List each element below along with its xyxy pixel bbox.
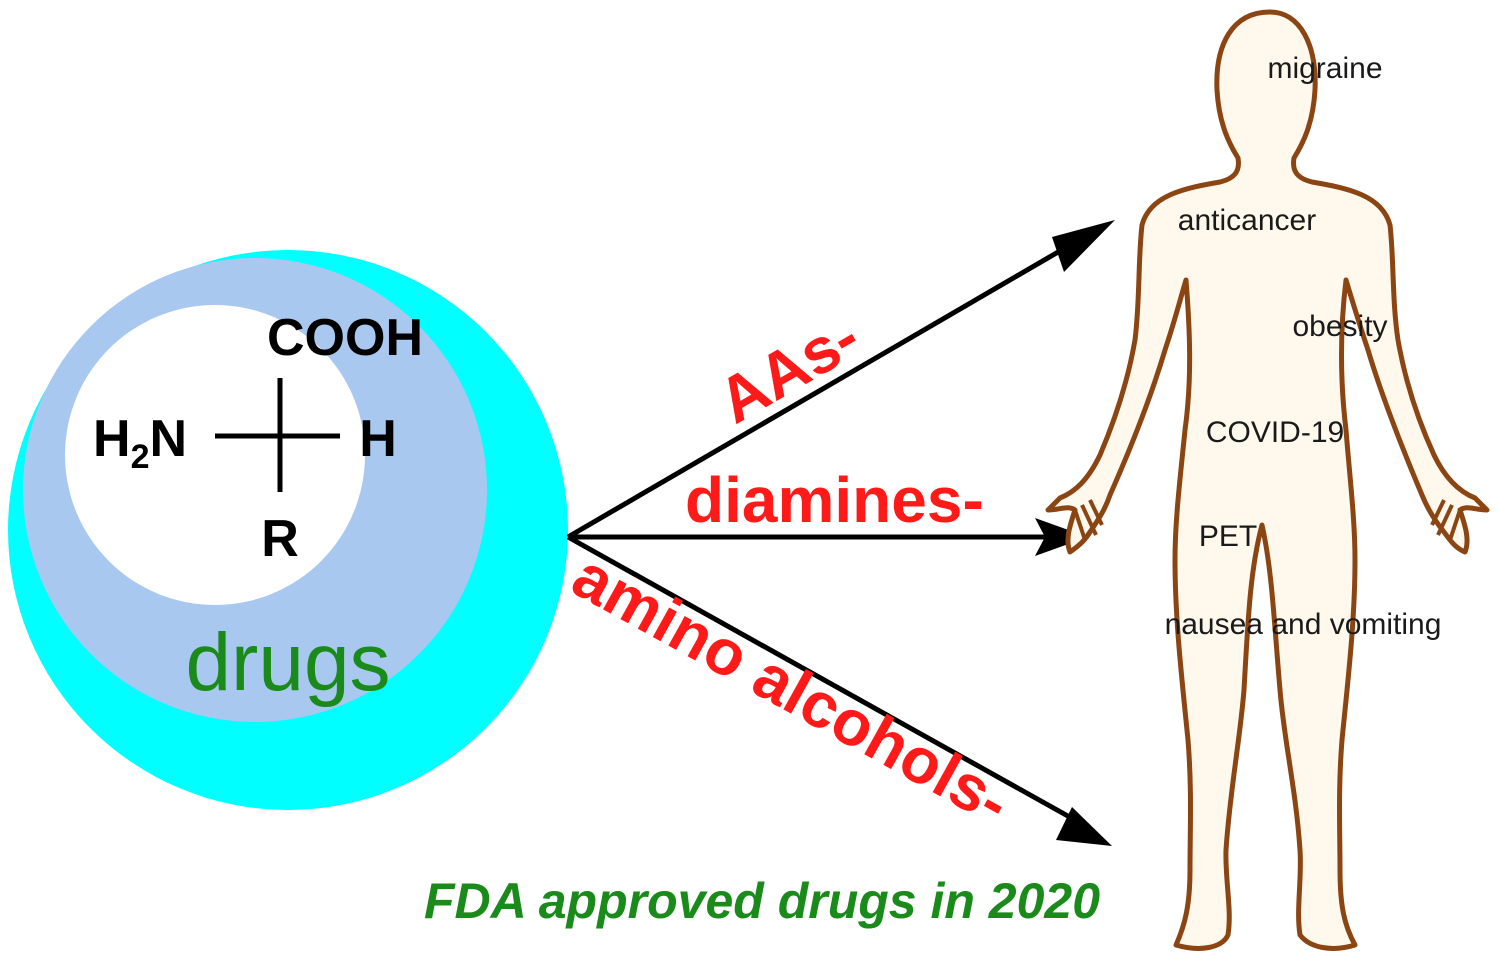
amine-group-label: H2N <box>93 410 187 476</box>
drugs-label: drugs <box>185 617 390 708</box>
indication-covid: COVID-19 <box>1206 416 1344 449</box>
route-arrows <box>566 220 1115 846</box>
footer-caption: FDA approved drugs in 2020 <box>424 873 1100 929</box>
body-outline <box>1045 9 1490 951</box>
route-label-aas: AAs- <box>706 300 871 437</box>
route-label-diamines: diamines- <box>685 464 984 536</box>
route-label-amino-alcohols: amino alcohols- <box>561 539 1022 838</box>
indication-migraine: migraine <box>1267 52 1382 85</box>
indication-nausea: nausea and vomiting <box>1165 608 1442 641</box>
indication-obesity: obesity <box>1292 310 1387 343</box>
right-hand-fingers <box>1430 499 1462 541</box>
indication-anticancer: anticancer <box>1178 204 1316 237</box>
human-body-figure <box>1045 9 1490 951</box>
amino-acid-structure: COOH H2N H R <box>93 309 423 568</box>
arrow-down-right <box>566 534 1077 823</box>
left-hand-fingers <box>1073 499 1104 541</box>
arrowhead-up-right-icon <box>1052 220 1115 272</box>
inner-circle <box>65 305 365 605</box>
arrow-up-right <box>566 245 1067 540</box>
drug-circle-group <box>8 250 568 810</box>
hydrogen-label: H <box>359 410 397 468</box>
side-chain-label: R <box>261 510 299 568</box>
indication-pet: PET <box>1199 520 1257 553</box>
arrowhead-down-right-icon <box>1056 807 1112 846</box>
carboxyl-group-label: COOH <box>267 309 423 367</box>
arrowhead-right-icon <box>1035 518 1088 556</box>
